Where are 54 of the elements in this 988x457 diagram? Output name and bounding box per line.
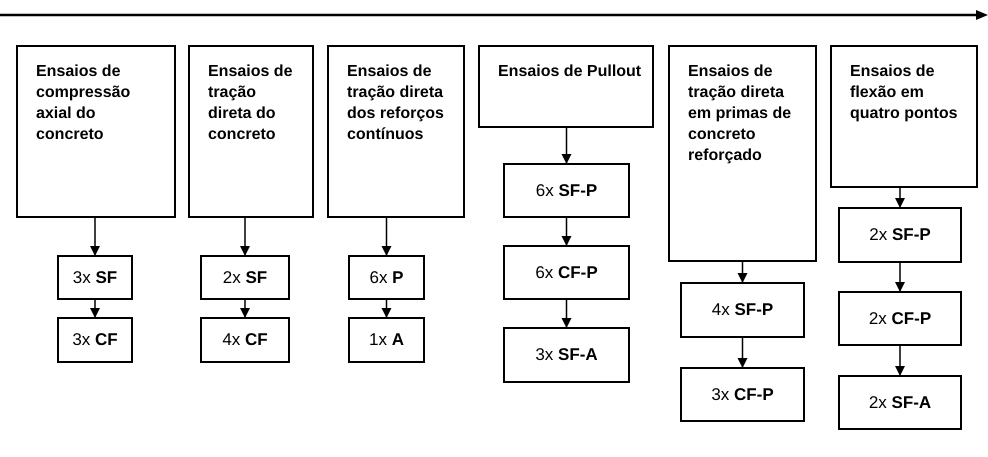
sample-count: 1x A bbox=[369, 330, 404, 350]
sample-box bbox=[348, 317, 425, 363]
test-title: Ensaios de tração direta dos reforços contínuos bbox=[347, 62, 445, 145]
sample-box bbox=[200, 317, 290, 363]
arrow bbox=[562, 218, 572, 246]
arrow bbox=[895, 346, 905, 376]
sample-box bbox=[503, 327, 630, 383]
arrow bbox=[240, 300, 250, 318]
sample-box bbox=[680, 367, 805, 422]
sample-box bbox=[57, 317, 133, 363]
arrow bbox=[382, 300, 392, 318]
sample-count: 2x SF-A bbox=[868, 392, 932, 412]
arrow bbox=[562, 128, 572, 164]
arrow bbox=[895, 263, 905, 292]
test-group-box bbox=[668, 45, 817, 262]
test-group-box bbox=[830, 45, 978, 188]
sample-box bbox=[348, 255, 425, 300]
sample-count: 2x SF-P bbox=[869, 225, 931, 245]
sample-count: 3x CF bbox=[72, 330, 118, 350]
sample-box bbox=[503, 163, 630, 218]
sample-count: 3x SF-A bbox=[535, 345, 598, 365]
arrow bbox=[738, 338, 748, 368]
test-group-box bbox=[478, 45, 654, 128]
sample-box bbox=[57, 255, 133, 300]
arrow bbox=[382, 218, 392, 256]
sample-count: 2x CF-P bbox=[868, 308, 932, 328]
sample-count: 2x SF bbox=[222, 268, 268, 288]
test-group-box bbox=[16, 45, 176, 218]
sample-count: 6x SF-P bbox=[536, 180, 598, 200]
test-title: Ensaios de tração direta em primas de concreto reforçado bbox=[688, 62, 792, 166]
arrow bbox=[90, 218, 100, 256]
sample-box bbox=[838, 291, 962, 346]
sample-count: 4x SF-P bbox=[712, 300, 774, 320]
arrow bbox=[562, 300, 572, 328]
sample-box bbox=[503, 245, 630, 300]
sample-box bbox=[680, 282, 805, 338]
test-group-box bbox=[188, 45, 314, 218]
sample-box bbox=[200, 255, 290, 300]
sample-count: 4x CF bbox=[222, 330, 268, 350]
sample-box bbox=[838, 207, 962, 263]
test-title: Ensaios de Pullout bbox=[498, 62, 642, 82]
test-title: Ensaios de flexão em quatro pontos bbox=[850, 62, 959, 124]
arrow bbox=[895, 188, 905, 208]
arrow bbox=[738, 262, 748, 283]
sample-count: 3x SF bbox=[72, 268, 118, 288]
arrow bbox=[240, 218, 250, 256]
sample-count: 3x CF-P bbox=[711, 384, 774, 404]
sample-box bbox=[838, 375, 962, 430]
sample-count: 6x CF-P bbox=[535, 262, 598, 282]
sample-count: 6x P bbox=[369, 268, 404, 288]
test-title: Ensaios de compressão axial do concreto bbox=[36, 62, 132, 145]
test-title: Ensaios de tração direta do concreto bbox=[208, 62, 294, 145]
test-group-box bbox=[327, 45, 465, 218]
arrow bbox=[90, 300, 100, 318]
